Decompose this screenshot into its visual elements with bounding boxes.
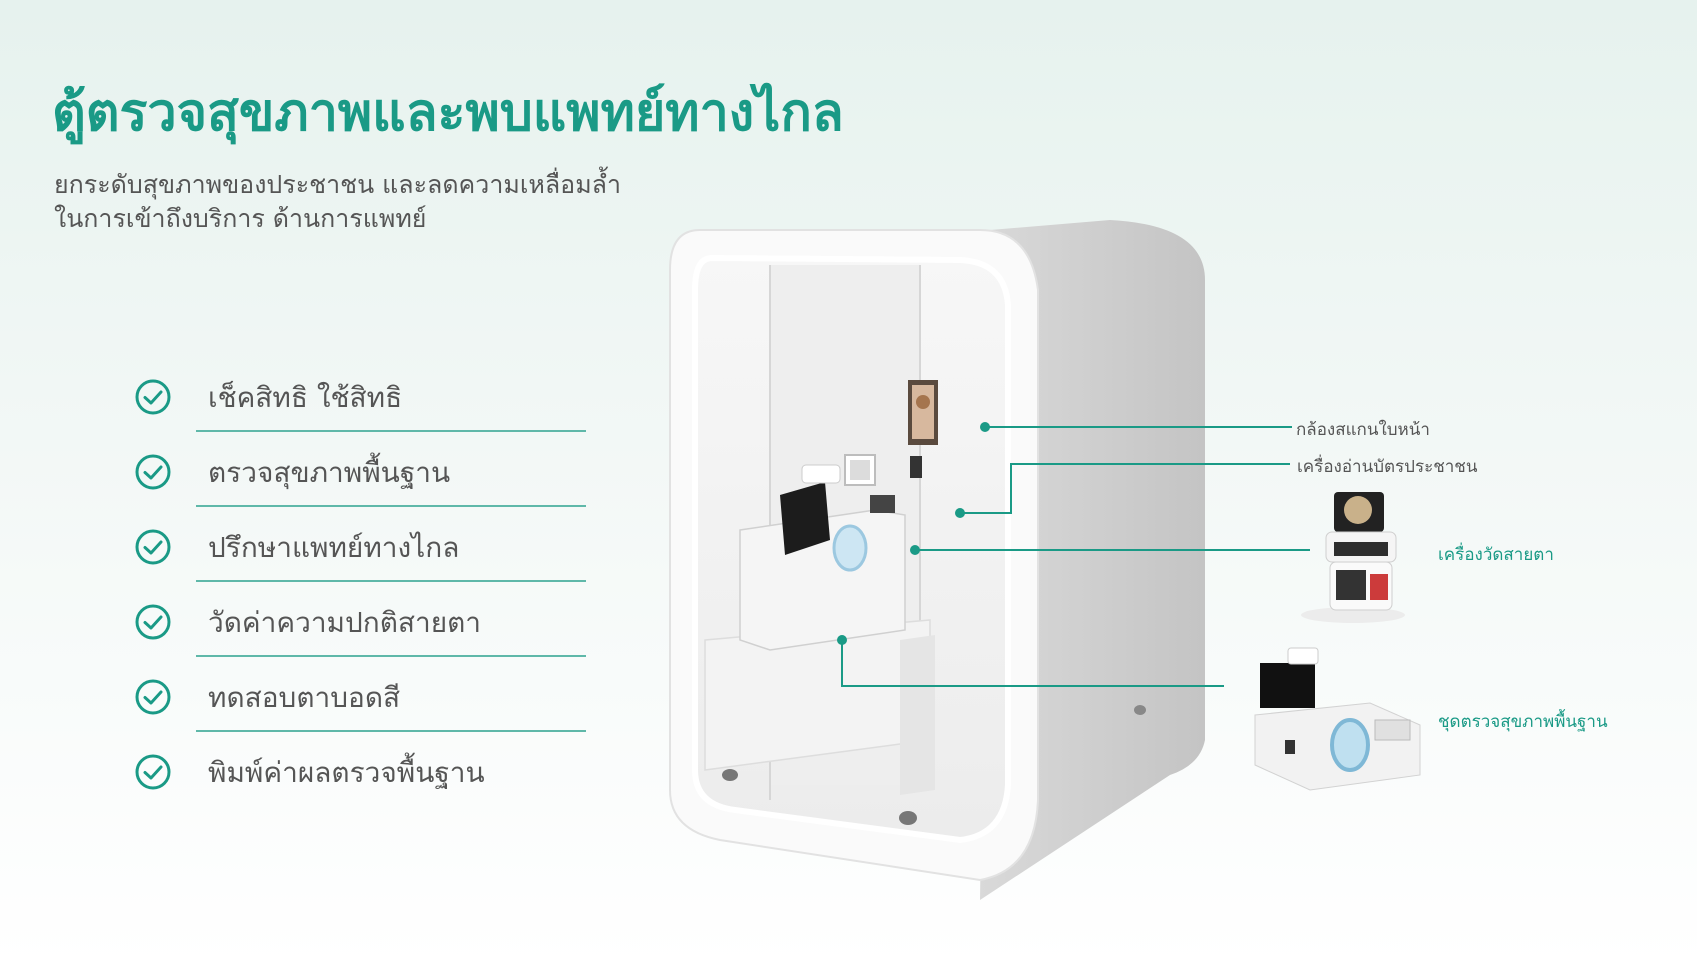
- basic-health-kit-device-image: [1254, 647, 1421, 791]
- check-circle-icon: [135, 604, 171, 640]
- callout-face-camera: กล้องสแกนใบหน้า: [1296, 420, 1430, 440]
- callout-eye-tester: เครื่องวัดสายตา: [1438, 545, 1554, 565]
- divider: [196, 505, 586, 507]
- callout-id-card-reader: เครื่องอ่านบัตรประชาชน: [1297, 457, 1478, 477]
- divider: [196, 730, 586, 732]
- telemedicine-booth-illustration: [669, 220, 1205, 900]
- callout-basic-health-kit: ชุดตรวจสุขภาพพื้นฐาน: [1438, 712, 1608, 732]
- feature-item: วัดค่าความปกติสายตา: [134, 597, 586, 672]
- subtitle-line-2: ในการเข้าถึงบริการ ด้านการแพทย์: [54, 204, 427, 233]
- feature-label: เช็คสิทธิ ใช้สิทธิ: [208, 381, 403, 414]
- feature-label: วัดค่าความปกติสายตา: [208, 606, 482, 639]
- feature-label: ปรึกษาแพทย์ทางไกล: [208, 531, 460, 564]
- check-circle-icon: [135, 379, 171, 415]
- feature-label: พิมพ์ค่าผลตรวจพื้นฐาน: [208, 756, 485, 789]
- feature-item: เช็คสิทธิ ใช้สิทธิ: [134, 372, 586, 447]
- divider: [196, 430, 586, 432]
- divider: [196, 655, 586, 657]
- feature-item: พิมพ์ค่าผลตรวจพื้นฐาน: [134, 747, 586, 822]
- eye-tester-device-image: [1301, 492, 1405, 623]
- feature-label: ทดสอบตาบอดสี: [208, 681, 401, 714]
- feature-item: ปรึกษาแพทย์ทางไกล: [134, 522, 586, 597]
- check-circle-icon: [135, 679, 171, 715]
- subtitle-line-1: ยกระดับสุขภาพของประชาชน และลดความเหลื่อม…: [54, 170, 622, 199]
- check-circle-icon: [135, 454, 171, 490]
- check-circle-icon: [135, 529, 171, 565]
- divider: [196, 580, 586, 582]
- feature-list: เช็คสิทธิ ใช้สิทธิ ตรวจสุขภาพพื้นฐาน ปรึ…: [134, 372, 586, 822]
- feature-item: ทดสอบตาบอดสี: [134, 672, 586, 747]
- page-title: ตู้ตรวจสุขภาพและพบแพทย์ทางไกล: [52, 83, 844, 143]
- feature-label: ตรวจสุขภาพพื้นฐาน: [208, 456, 451, 489]
- page-subtitle: ยกระดับสุขภาพของประชาชน และลดความเหลื่อม…: [54, 168, 621, 236]
- feature-item: ตรวจสุขภาพพื้นฐาน: [134, 447, 586, 522]
- check-circle-icon: [135, 754, 171, 790]
